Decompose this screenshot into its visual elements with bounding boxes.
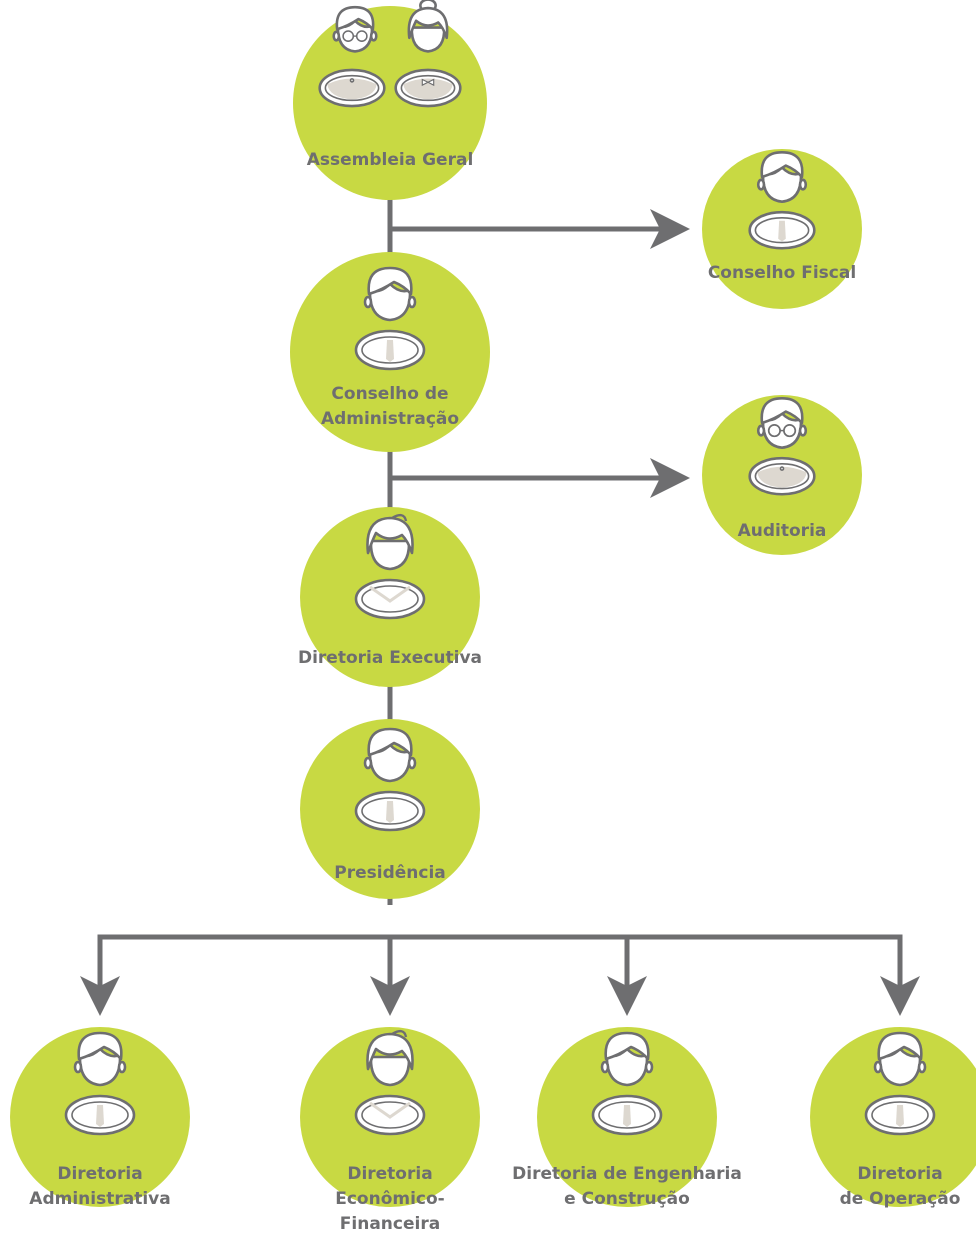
node-diretoria-de-operacao: Diretoria de Operação xyxy=(810,1027,976,1209)
node-label-line: Administração xyxy=(321,409,459,429)
man-with-tie-icon xyxy=(354,727,426,832)
node-label-line: Presidência xyxy=(334,863,446,883)
arrowhead-diretoria-administrativa xyxy=(80,976,120,1016)
arrowhead-diretoria-de-engenharia-e-construcao xyxy=(607,976,647,1016)
man-with-glasses-icon xyxy=(748,397,816,496)
node-label-line: Diretoria xyxy=(57,1164,142,1184)
woman-icon xyxy=(354,1029,426,1136)
man-with-tie-icon xyxy=(64,1031,136,1136)
arrowhead-diretoria-economico-financeira xyxy=(370,976,410,1016)
node-label-line: Assembleia Geral xyxy=(307,150,474,170)
node-diretoria-executiva: Diretoria Executiva xyxy=(298,507,482,687)
node-label-line: Diretoria de Engenharia xyxy=(512,1164,742,1184)
node-conselho-fiscal: Conselho Fiscal xyxy=(702,149,862,309)
man-with-tie-icon xyxy=(591,1031,663,1136)
node-label-line: Diretoria Executiva xyxy=(298,648,482,668)
node-circle xyxy=(293,6,487,200)
node-conselho-de-administracao: Conselho de Administração xyxy=(290,252,490,452)
node-auditoria: Auditoria xyxy=(702,395,862,555)
node-label-line: Econômico- xyxy=(335,1189,445,1209)
node-label-line: Diretoria xyxy=(857,1164,942,1184)
connectors xyxy=(80,190,920,1016)
node-label-line: de Operação xyxy=(840,1189,961,1209)
arrowhead-auditoria xyxy=(650,458,690,498)
node-label-line: Auditoria xyxy=(738,521,827,541)
man-with-tie-icon xyxy=(864,1031,936,1136)
man-with-tie-icon xyxy=(748,151,816,250)
node-presidencia: Presidência xyxy=(300,719,480,899)
node-label-line: e Construção xyxy=(564,1189,690,1209)
arrowhead-conselho-fiscal xyxy=(650,209,690,249)
node-label-line: Financeira xyxy=(340,1214,440,1234)
node-diretoria-de-engenharia-e-construcao: Diretoria de Engenharia e Construção xyxy=(512,1027,742,1209)
man-with-glasses-and-woman-icon xyxy=(318,0,462,108)
man-with-tie-icon xyxy=(354,266,426,371)
node-label-line: Administrativa xyxy=(29,1189,170,1209)
woman-icon xyxy=(354,513,426,620)
node-label-line: Conselho Fiscal xyxy=(708,263,856,283)
arrowhead-diretoria-de-operacao xyxy=(880,976,920,1016)
node-label-line: Diretoria xyxy=(347,1164,432,1184)
node-assembleia-geral: Assembleia Geral xyxy=(293,0,487,200)
node-label-line: Conselho de xyxy=(331,384,448,404)
